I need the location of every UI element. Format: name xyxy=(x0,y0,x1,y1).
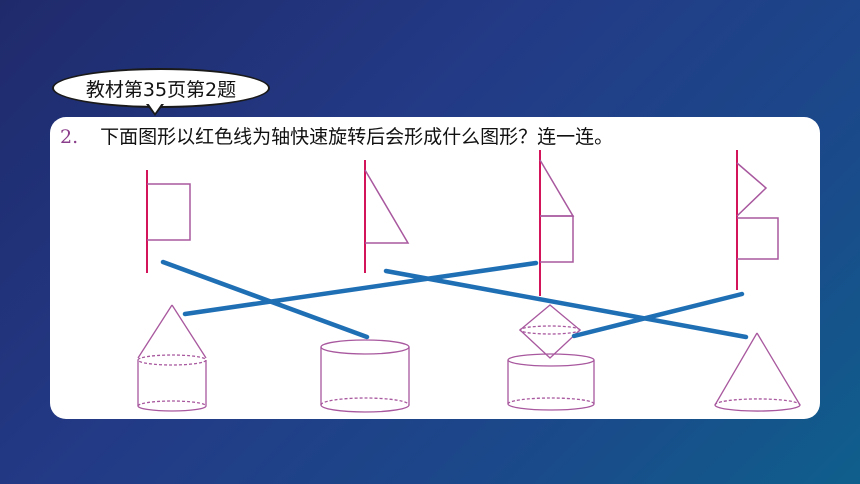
top-figure-triangle-rectangle[interactable] xyxy=(539,150,575,296)
cone-side-right xyxy=(171,304,207,359)
double-cone-outline xyxy=(519,304,581,359)
textbook-reference-bubble: 教材第35页第2题 xyxy=(52,68,270,108)
cylinder-bottom-back xyxy=(137,400,207,407)
cone-base-front xyxy=(714,404,801,412)
bottom-solid-cone-cylinder[interactable] xyxy=(137,304,207,412)
triangle-outline xyxy=(539,159,575,217)
top-figure-rectangle[interactable] xyxy=(146,170,191,273)
bubble-tail-inner xyxy=(148,103,162,113)
cone-side-right xyxy=(756,332,801,406)
answer-line-triangle-to-cone[interactable] xyxy=(383,268,749,340)
question-text: 下面图形以红色线为轴快速旋转后会形成什么图形？连一连。 xyxy=(100,126,614,148)
question-line: 2. 下面图形以红色线为轴快速旋转后会形成什么图形？连一连。 xyxy=(60,122,800,149)
cone-side-left xyxy=(714,332,758,406)
triangle-outline xyxy=(736,162,768,217)
cylinder-top-ellipse xyxy=(507,353,595,367)
cylinder-bottom-front xyxy=(320,404,410,413)
rectangle-outline xyxy=(737,217,779,260)
question-number: 2. xyxy=(60,126,79,148)
cone-side-left xyxy=(137,304,173,359)
answer-line-rectangle-to-cylinder[interactable] xyxy=(160,259,370,340)
answer-line-triangle-rectangle-to-cone-cylinder[interactable] xyxy=(182,260,539,317)
answer-line-notched-to-double-cone-cylinder[interactable] xyxy=(571,291,745,339)
textbook-reference-label: 教材第35页第2题 xyxy=(85,78,237,101)
rectangle-outline xyxy=(147,183,191,241)
rectangle-outline xyxy=(540,215,574,263)
cylinder-bottom-front xyxy=(507,403,595,411)
cylinder-bottom-back xyxy=(507,397,595,405)
double-cone-middle-ellipse xyxy=(519,325,581,335)
bottom-solid-double-cone-cylinder[interactable] xyxy=(507,304,595,411)
triangle-outline xyxy=(364,169,410,244)
top-figure-right-triangle[interactable] xyxy=(364,160,410,273)
cylinder-bottom-back xyxy=(320,397,410,406)
cylinder-top-ellipse xyxy=(320,339,410,355)
answer-lines xyxy=(160,259,749,340)
top-figure-notched-triangle-rectangle[interactable] xyxy=(736,150,779,290)
cylinder-bottom-front xyxy=(137,405,207,412)
cylinder-top-ellipse xyxy=(137,354,207,366)
cone-base-back xyxy=(714,398,801,406)
bottom-solid-cylinder[interactable] xyxy=(320,339,410,413)
bottom-solid-cone[interactable] xyxy=(714,332,801,412)
